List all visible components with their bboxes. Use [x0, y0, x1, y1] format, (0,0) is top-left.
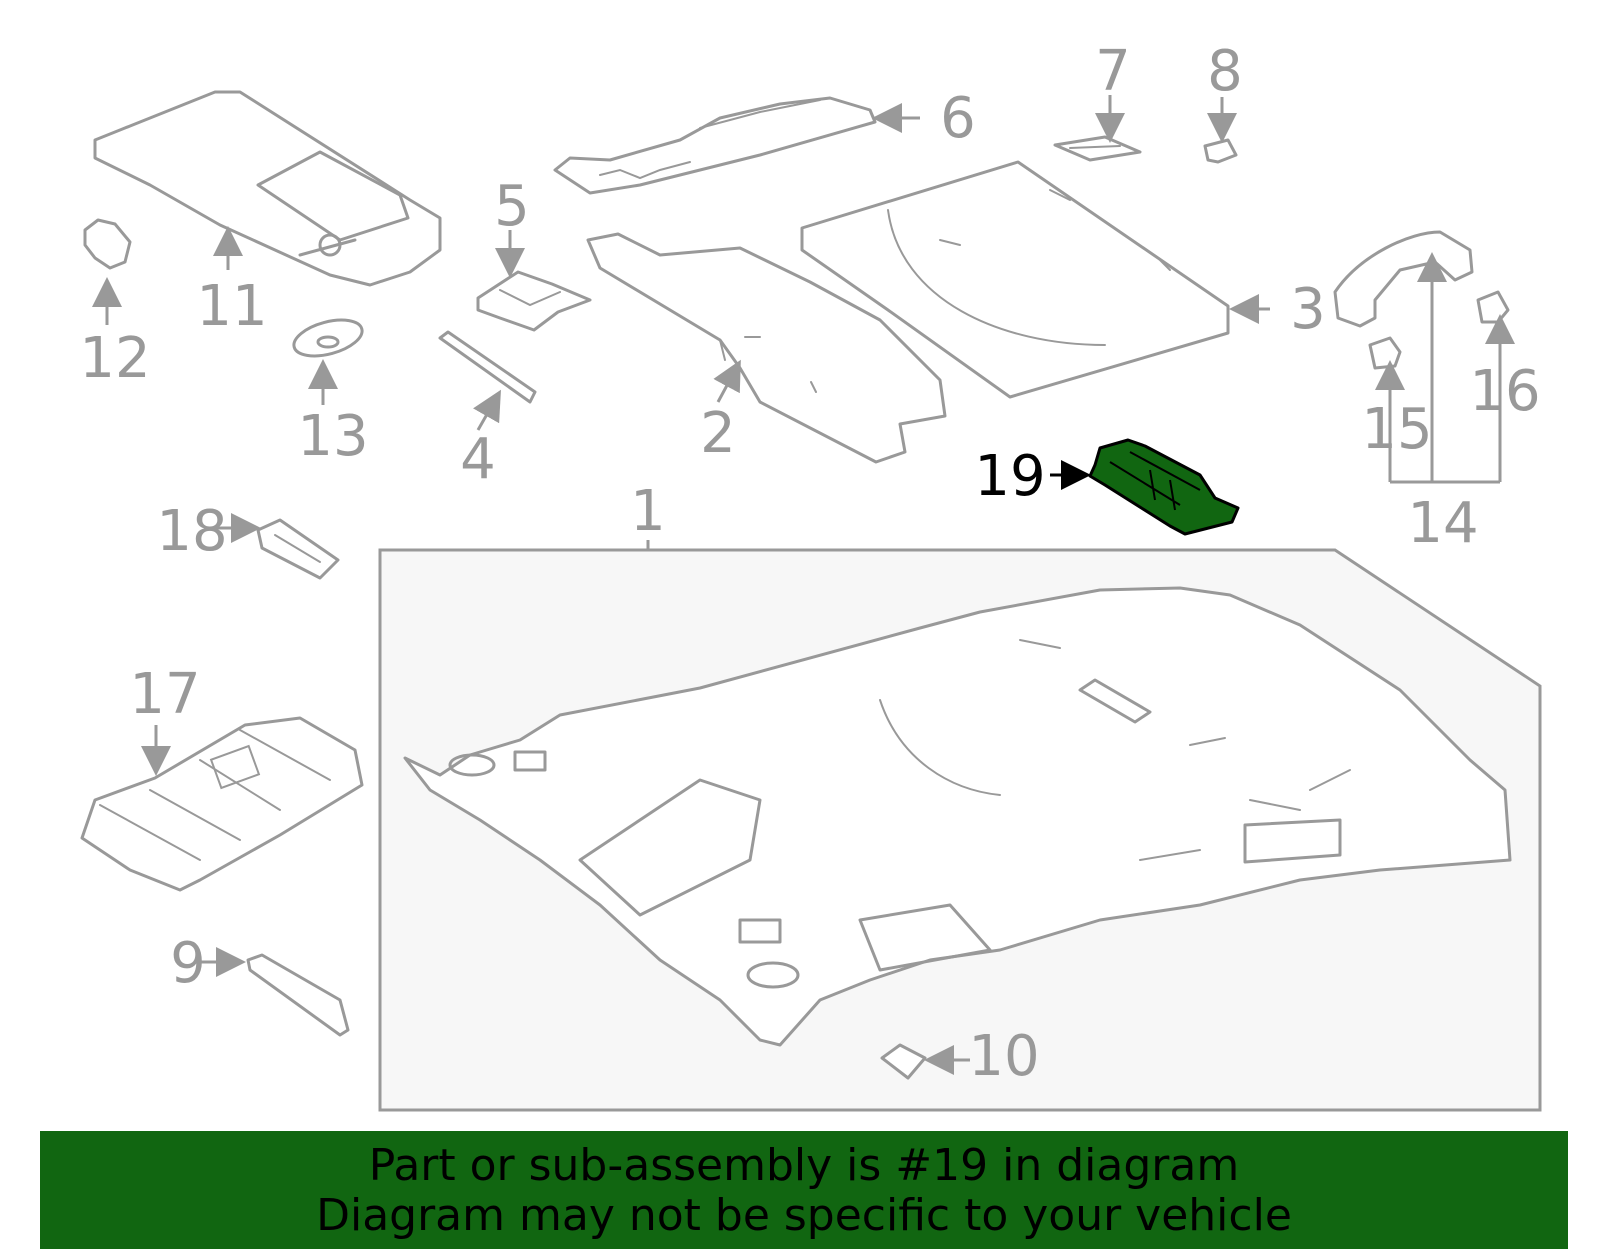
part-12-clip[interactable]	[83, 218, 132, 270]
part-7-clip[interactable]	[1053, 135, 1142, 162]
part-17-console[interactable]	[80, 716, 364, 892]
part-19-lamp-highlighted[interactable]	[1088, 438, 1240, 536]
part-8-cap[interactable]	[1203, 138, 1238, 164]
banner-line-1: Part or sub-assembly is #19 in diagram	[368, 1140, 1240, 1191]
callout-19: 19	[974, 444, 1045, 509]
part-16-cap[interactable]	[1476, 290, 1510, 324]
part-13-cap[interactable]	[290, 313, 366, 362]
callout-2: 2	[700, 401, 736, 466]
callout-8: 8	[1207, 39, 1243, 104]
callout-14: 14	[1407, 491, 1478, 556]
part-14-grab-handle[interactable]	[1333, 230, 1474, 328]
callout-5: 5	[494, 174, 530, 239]
part-4-strip[interactable]	[438, 330, 537, 404]
part-6-bracket[interactable]	[553, 96, 877, 195]
callout-17: 17	[129, 662, 200, 727]
callout-11: 11	[196, 274, 267, 339]
part-9-strip[interactable]	[246, 953, 350, 1037]
part-1-headliner[interactable]	[378, 540, 1542, 1112]
banner-line-2: Diagram may not be specific to your vehi…	[316, 1190, 1292, 1241]
callout-7: 7	[1095, 39, 1131, 104]
callout-13: 13	[297, 404, 368, 469]
callout-12: 12	[79, 326, 150, 391]
callout-16: 16	[1469, 359, 1540, 424]
info-banner: Part or sub-assembly is #19 in diagram D…	[40, 1131, 1568, 1249]
part-11-sun-visor[interactable]	[93, 90, 442, 287]
part-15-cap[interactable]	[1368, 336, 1402, 370]
part-3-panel[interactable]	[800, 160, 1230, 399]
callout-1: 1	[630, 479, 666, 544]
part-18-clip[interactable]	[256, 518, 340, 580]
callout-15: 15	[1361, 397, 1432, 462]
callout-4: 4	[460, 427, 496, 492]
callout-6: 6	[940, 86, 976, 151]
part-2-panel[interactable]	[586, 232, 947, 464]
callout-3: 3	[1290, 277, 1326, 342]
part-5-bracket[interactable]	[476, 270, 592, 332]
callout-18: 18	[156, 499, 227, 564]
callout-9: 9	[170, 931, 206, 996]
callout-10: 10	[968, 1024, 1039, 1089]
